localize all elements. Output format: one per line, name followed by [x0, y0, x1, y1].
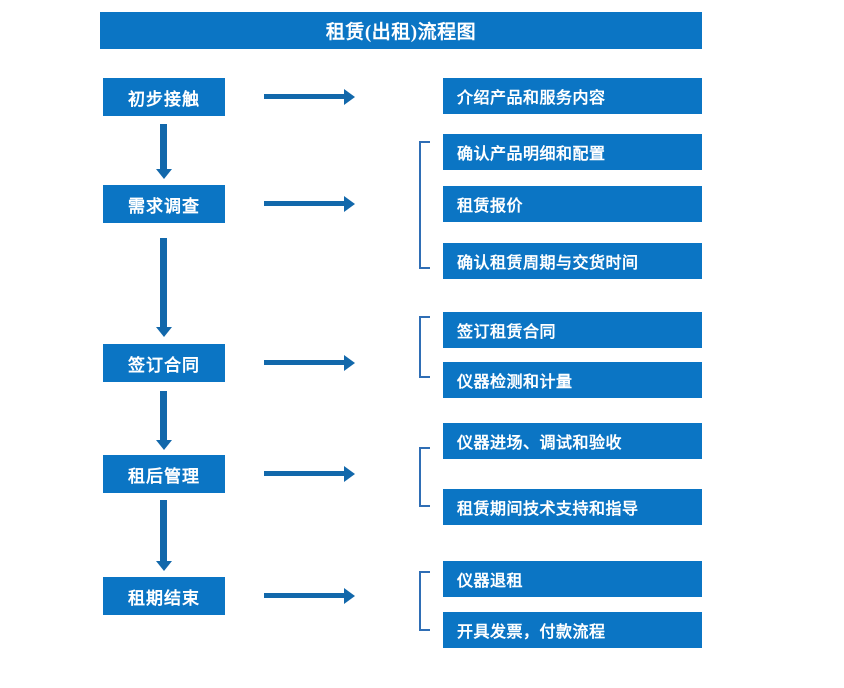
- stage-box-5[interactable]: 租期结束: [103, 577, 225, 615]
- detail-box-5[interactable]: 签订租赁合同: [443, 312, 702, 348]
- detail-box-1[interactable]: 介绍产品和服务内容: [443, 78, 702, 114]
- detail-box-2[interactable]: 确认产品明细和配置: [443, 134, 702, 170]
- stage-box-4[interactable]: 租后管理: [103, 455, 225, 493]
- stage-box-1[interactable]: 初步接触: [103, 78, 225, 116]
- detail-box-9[interactable]: 仪器退租: [443, 561, 702, 597]
- horizontal-arrow-4: [264, 471, 344, 476]
- group-bracket-3: [419, 447, 430, 507]
- horizontal-arrow-1: [264, 94, 344, 99]
- vertical-arrow-2: [160, 238, 167, 328]
- vertical-arrow-3: [160, 391, 167, 441]
- vertical-arrow-1: [160, 124, 167, 170]
- page-title: 租赁(出租)流程图: [100, 12, 702, 49]
- horizontal-arrow-3: [264, 360, 344, 365]
- stage-box-3[interactable]: 签订合同: [103, 344, 225, 382]
- detail-box-6[interactable]: 仪器检测和计量: [443, 362, 702, 398]
- detail-box-4[interactable]: 确认租赁周期与交货时间: [443, 243, 702, 279]
- group-bracket-1: [419, 141, 430, 269]
- stage-box-2[interactable]: 需求调查: [103, 185, 225, 223]
- detail-box-3[interactable]: 租赁报价: [443, 186, 702, 222]
- group-bracket-4: [419, 571, 430, 631]
- detail-box-7[interactable]: 仪器进场、调试和验收: [443, 423, 702, 459]
- horizontal-arrow-5: [264, 593, 344, 598]
- horizontal-arrow-2: [264, 201, 344, 206]
- vertical-arrow-4: [160, 500, 167, 562]
- detail-box-8[interactable]: 租赁期间技术支持和指导: [443, 489, 702, 525]
- group-bracket-2: [419, 316, 430, 378]
- detail-box-10[interactable]: 开具发票，付款流程: [443, 612, 702, 648]
